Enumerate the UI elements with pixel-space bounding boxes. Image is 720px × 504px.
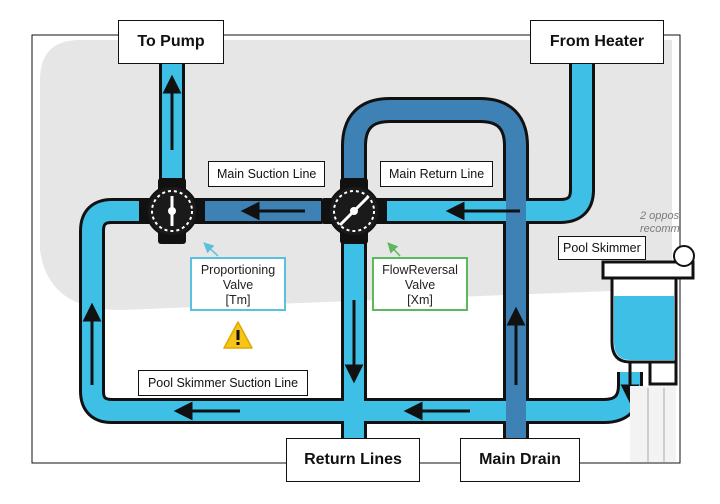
main-drain-pipe [344,100,526,440]
flow-arrow-up [82,302,102,385]
flow-reversal-valve[interactable] [321,178,387,244]
flow-arrow-down [344,300,364,384]
skimmer-note-line2: recomm [640,223,680,235]
return-lines-label: Return Lines [286,438,420,482]
flow-arrow-left [173,401,240,421]
proportioning-valve-name: Proportioning [200,263,276,277]
tm-pointer [203,242,219,257]
flow-arrow-left [445,201,520,221]
to-pump-label: To Pump [118,20,224,64]
from-heater-label: From Heater [530,20,664,64]
pool-skimmer-suction-pipe [82,201,640,421]
pool-skimmer-label: Pool Skimmer [558,236,646,260]
proportioning-valve-code: [Tm] [225,293,251,307]
skimmer-note: 2 oppos recomm [640,210,680,236]
main-drain-label: Main Drain [460,438,580,482]
main-return-line-label: Main Return Line [380,161,494,187]
proportioning-valve-word: Valve [222,278,254,292]
flow-reversal-valve-word: Valve [404,278,436,292]
warning-icon [223,321,253,349]
flow-arrow-up [162,74,182,150]
flow-arrow-up [506,306,526,385]
flow-reversal-valve-name: FlowReversal [382,263,458,277]
pool-skimmer-unit [601,245,695,462]
pool-skimmer-suction-line-label: Pool Skimmer Suction Line [138,370,308,396]
xm-pointer [387,242,401,257]
skimmer-note-line1: 2 oppos [640,210,680,222]
flow-reversal-valve-callout: FlowReversal Valve [Xm] [372,257,468,311]
proportioning-valve[interactable] [139,178,205,244]
from-heater-pipe [382,62,592,221]
main-suction-line-label: Main Suction Line [208,161,326,187]
flow-reversal-valve-code: [Xm] [407,293,433,307]
flow-arrow-left [240,201,305,221]
flow-arrow-left [403,401,470,421]
proportioning-valve-callout: Proportioning Valve [Tm] [190,257,286,311]
